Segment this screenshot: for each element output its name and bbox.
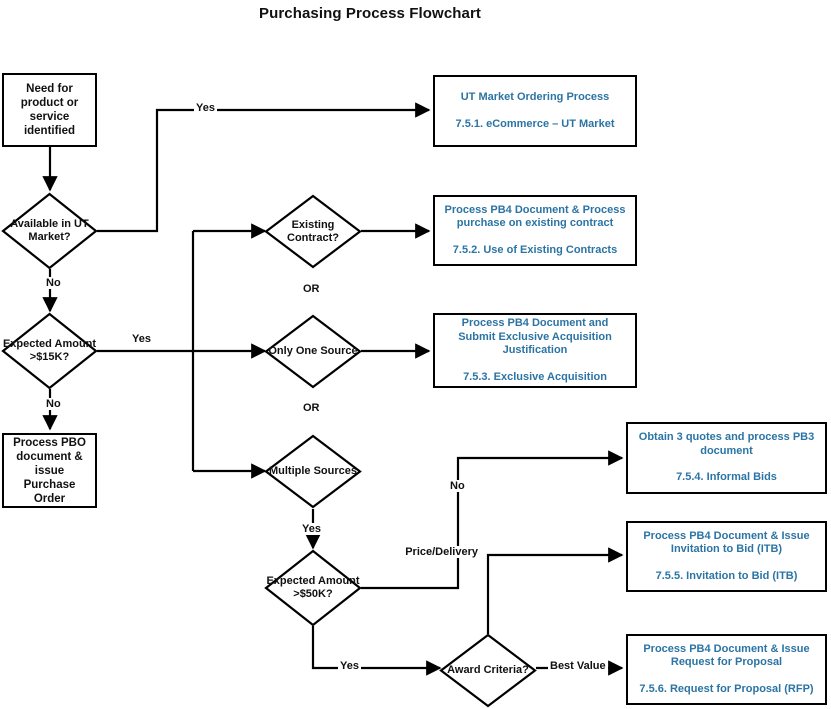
reference-box-invitation-to-bid[interactable]: Process PB4 Document & Issue Invitation … bbox=[626, 521, 827, 592]
decision-only-one-source[interactable]: Only One Source bbox=[264, 314, 362, 389]
decision-expected-amount-50k[interactable]: Expected Amount >$50K? bbox=[264, 549, 362, 627]
decision-multiple-sources[interactable]: Multiple Sources bbox=[264, 434, 362, 509]
edge-label-amount-50k-no: No bbox=[448, 480, 467, 492]
decision-existing-contract[interactable]: Existing Contract? bbox=[264, 194, 362, 269]
reference-box-title: UT Market Ordering Process bbox=[460, 91, 610, 103]
edge-label-award-price-delivery: Price/Delivery bbox=[403, 546, 480, 558]
reference-box-reference: 7.5.6. Request for Proposal (RFP) bbox=[639, 682, 814, 695]
reference-box-reference: 7.5.4. Informal Bids bbox=[676, 471, 777, 484]
edge-label-ut-market-no: No bbox=[44, 277, 63, 289]
process-pbo-node[interactable]: Process PBO document & issue Purchase Or… bbox=[2, 433, 97, 508]
reference-box-exclusive-acquisition[interactable]: Process PB4 Document and Submit Exclusiv… bbox=[433, 313, 637, 388]
edge-label-award-best-value: Best Value bbox=[548, 660, 608, 672]
start-node-label: Need for product or service identified bbox=[20, 83, 79, 137]
reference-box-ut-market-ordering[interactable]: UT Market Ordering Process 7.5.1. eComme… bbox=[433, 75, 637, 147]
reference-box-reference: 7.5.2. Use of Existing Contracts bbox=[452, 243, 618, 256]
reference-box-reference: 7.5.5. Invitation to Bid (ITB) bbox=[655, 569, 798, 582]
reference-box-title: Process PB4 Document & Issue Invitation … bbox=[643, 529, 810, 556]
decision-award-criteria[interactable]: Award Criteria? bbox=[439, 633, 537, 708]
decision-expected-amount-15k[interactable]: Expected Amount >$15K? bbox=[1, 312, 98, 390]
edge-label-amount-15k-yes: Yes bbox=[130, 333, 153, 345]
reference-box-title: Process PB4 Document and Submit Exclusiv… bbox=[458, 317, 612, 356]
reference-box-reference: 7.5.3. Exclusive Acquisition bbox=[463, 370, 607, 383]
reference-box-existing-contract[interactable]: Process PB4 Document & Process purchase … bbox=[433, 195, 637, 266]
or-label-2: OR bbox=[303, 402, 320, 414]
edge-label-multiple-sources-yes: Yes bbox=[300, 523, 323, 535]
reference-box-informal-bids[interactable]: Obtain 3 quotes and process PB3 document… bbox=[626, 422, 827, 494]
edge-label-amount-15k-no: No bbox=[44, 398, 63, 410]
or-label-1: OR bbox=[303, 283, 320, 295]
reference-box-title: Process PB4 Document & Process purchase … bbox=[444, 203, 626, 230]
reference-box-request-for-proposal[interactable]: Process PB4 Document & Issue Request for… bbox=[626, 634, 827, 705]
process-pbo-label: Process PBO document & issue Purchase Or… bbox=[13, 436, 86, 505]
reference-box-title: Obtain 3 quotes and process PB3 document bbox=[638, 431, 815, 457]
edge-label-ut-market-yes: Yes bbox=[194, 102, 217, 114]
reference-box-title: Process PB4 Document & Issue Request for… bbox=[643, 642, 810, 669]
reference-box-reference: 7.5.1. eCommerce – UT Market bbox=[455, 117, 615, 130]
page-title: Purchasing Process Flowchart bbox=[258, 5, 482, 22]
start-node[interactable]: Need for product or service identified bbox=[2, 73, 97, 147]
edge-label-amount-50k-yes: Yes bbox=[338, 660, 361, 672]
decision-available-ut-market[interactable]: Available in UT Market? bbox=[1, 192, 98, 270]
